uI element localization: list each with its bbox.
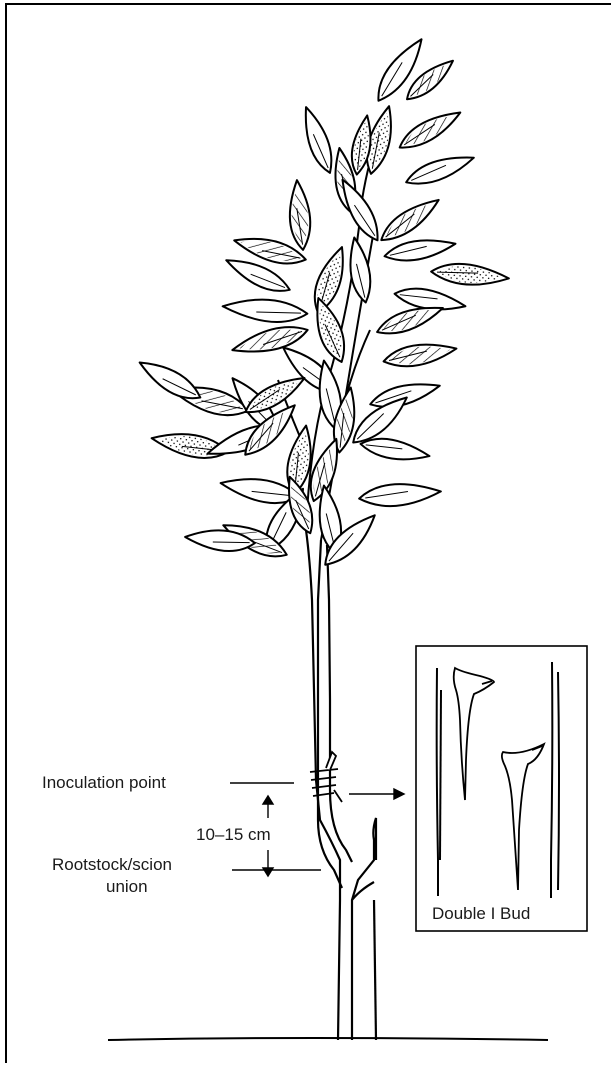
inset-caption: Double I Bud [432, 904, 530, 924]
label-union-line1: Rootstock/scion [52, 855, 172, 875]
ground-line [108, 1038, 548, 1040]
leaves [134, 33, 509, 571]
trunk [306, 530, 376, 1040]
leaf [222, 296, 309, 325]
label-distance: 10–15 cm [196, 825, 271, 845]
label-inoculation-point: Inoculation point [42, 773, 166, 793]
label-union-line2: union [106, 877, 148, 897]
leaf [297, 104, 338, 176]
double-i-bud-inset [416, 646, 587, 931]
leaf [403, 149, 477, 191]
leaf [368, 376, 442, 413]
leaf [134, 354, 205, 406]
leaf [358, 480, 442, 509]
